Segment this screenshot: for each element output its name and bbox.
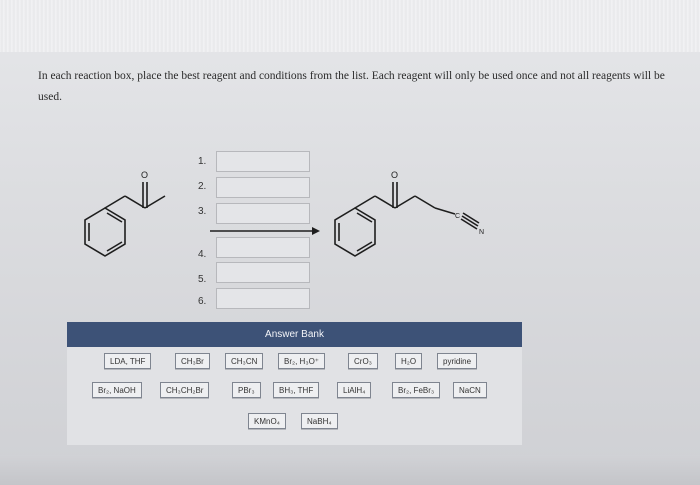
reagent-pyridine[interactable]: pyridine xyxy=(437,353,478,369)
reagent-bh3-thf[interactable]: BH₃, THF xyxy=(273,382,320,398)
question-instructions: In each reaction box, place the best rea… xyxy=(38,70,665,103)
drop-box-2[interactable] xyxy=(216,177,310,198)
reagent-ch3ch2br[interactable]: CH₃CH₂Br xyxy=(160,382,210,398)
reagent-ch3br[interactable]: CH₃Br xyxy=(175,353,210,369)
reagent-nacn[interactable]: NaCN xyxy=(453,382,487,398)
drop-box-3[interactable] xyxy=(216,203,310,224)
step-number-6: 6. xyxy=(198,296,207,307)
drop-box-6[interactable] xyxy=(216,288,310,309)
answer-bank: Answer Bank LDA, THF CH₃Br CH₃CN Br₂, H₃… xyxy=(67,322,522,445)
nitrile-carbon: C xyxy=(455,213,460,220)
reagent-br2-h3o[interactable]: Br₂, H₃O⁺ xyxy=(278,353,326,369)
bottom-shade xyxy=(0,455,700,485)
browser-top-strip xyxy=(0,0,700,52)
nitrile-nitrogen: N xyxy=(479,229,484,236)
reagent-br2-naoh[interactable]: Br₂, NaOH xyxy=(92,382,142,398)
product-carbonyl-oxygen: O xyxy=(391,170,398,180)
reagent-nabh4[interactable]: NaBH₄ xyxy=(301,413,338,429)
reaction-arrow xyxy=(210,227,320,235)
reaction-diagram: O O C N xyxy=(84,170,484,257)
drop-box-1[interactable] xyxy=(216,151,310,172)
reagent-lialh4[interactable]: LiAlH₄ xyxy=(337,382,372,398)
reagent-br2-febr3[interactable]: Br₂, FeBr₃ xyxy=(392,382,441,398)
starting-material xyxy=(84,182,166,257)
reagent-lda-thf[interactable]: LDA, THF xyxy=(104,353,152,369)
step-number-4: 4. xyxy=(198,249,207,260)
reagent-h2o[interactable]: H₂O xyxy=(395,353,423,369)
step-number-3: 3. xyxy=(198,206,207,217)
reagent-ch3cn[interactable]: CH₃CN xyxy=(225,353,264,369)
reagent-kmno4[interactable]: KMnO₄ xyxy=(248,413,286,429)
step-number-5: 5. xyxy=(198,274,207,285)
reagent-cro3[interactable]: CrO₃ xyxy=(348,353,378,369)
product-molecule xyxy=(334,182,480,257)
reagent-pbr3[interactable]: PBr₃ xyxy=(232,382,261,398)
drop-box-5[interactable] xyxy=(216,262,310,283)
answer-bank-title: Answer Bank xyxy=(67,322,522,347)
step-number-2: 2. xyxy=(198,181,207,192)
start-carbonyl-oxygen: O xyxy=(141,170,148,180)
drop-box-4[interactable] xyxy=(216,237,310,258)
step-number-1: 1. xyxy=(198,156,207,167)
